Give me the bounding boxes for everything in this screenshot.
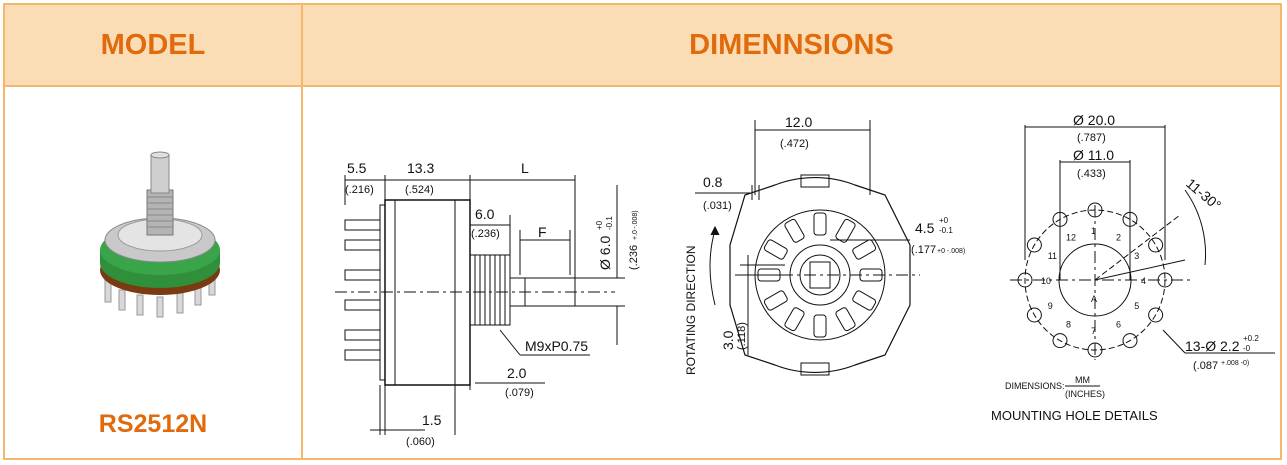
- dim-118: (.118): [736, 322, 748, 350]
- holes-tol-lo: -0: [1243, 344, 1251, 353]
- hole-number: 2: [1116, 233, 1121, 243]
- hole-number: 1: [1091, 226, 1096, 236]
- front-view-drawing: 12.0 (.472) 0.8 (.031) 4.5 +0 -0.1 (.177…: [684, 114, 965, 376]
- mounting-hole: [1087, 342, 1103, 358]
- dim-524: (.524): [405, 184, 434, 196]
- holes-label: 13-Ø 2.2: [1185, 338, 1240, 354]
- hole-number: 4: [1141, 276, 1146, 286]
- dim-dia-tol-lo: -0.1: [605, 216, 614, 230]
- units-mm: MM: [1075, 375, 1090, 385]
- dim-177-tol: +0 -.008): [937, 248, 965, 255]
- hole-number: 8: [1066, 319, 1071, 329]
- mounting-hole: [1157, 272, 1173, 288]
- mounting-hole: [1122, 211, 1138, 227]
- mounting-hole: [1052, 333, 1068, 349]
- dim-dia-6: Ø 6.0: [597, 236, 613, 270]
- table-header: [5, 5, 1280, 87]
- hole-number: 3: [1134, 251, 1139, 261]
- dim-031: (.031): [703, 200, 732, 212]
- dim-472: (.472): [780, 138, 809, 150]
- dim-12-0: 12.0: [785, 114, 812, 130]
- holes-tol-hi: +0.2: [1243, 334, 1259, 343]
- dim-dia-tol-hi: +0: [595, 220, 604, 230]
- dim-216: (.216): [345, 184, 374, 196]
- mounting-hole: [1122, 333, 1138, 349]
- units-in: (INCHES): [1065, 389, 1105, 399]
- dim-F: F: [538, 224, 547, 240]
- dim-4-5-tol-hi: +0: [939, 216, 949, 225]
- mounting-hole: [1087, 202, 1103, 218]
- dim-dia-in-tol: +.0 -.008): [632, 210, 639, 240]
- dim-787: (.787): [1077, 132, 1106, 144]
- dim-3-0: 3.0: [720, 330, 736, 350]
- hole-number: 5: [1134, 301, 1139, 311]
- thread-label: M9xP0.75: [525, 338, 588, 354]
- product-table: MODEL DIMENNSIONS RS2512N: [3, 3, 1282, 460]
- mounting-hole: [1052, 211, 1068, 227]
- dim-0-8: 0.8: [703, 174, 723, 190]
- side-view-drawing: 5.5 (.216) 13.3 (.524) L 6.0 (.236) F Ø …: [335, 160, 640, 448]
- dim-177: (.177: [911, 244, 936, 256]
- dim-13-3: 13.3: [407, 160, 434, 176]
- dim-1-5: 1.5: [422, 412, 442, 428]
- mounting-hole: [1017, 272, 1033, 288]
- mounting-caption: MOUNTING HOLE DETAILS: [991, 408, 1158, 423]
- column-divider: [301, 5, 303, 458]
- hole-number: 9: [1048, 301, 1053, 311]
- header-model: MODEL: [100, 28, 206, 61]
- dim-6-0: 6.0: [475, 206, 495, 222]
- hole-number: 10: [1041, 276, 1051, 286]
- dim-5-5: 5.5: [347, 160, 367, 176]
- dim-060: (.060): [406, 436, 435, 448]
- mounting-hole: [1026, 307, 1042, 323]
- hole-number: 7: [1091, 326, 1096, 336]
- dim-L: L: [521, 160, 529, 176]
- header-dimensions: DIMENNSIONS: [689, 28, 894, 61]
- mounting-hole: [1026, 237, 1042, 253]
- dim-4-5-tol-lo: -0.1: [939, 226, 953, 235]
- hole-number: 11: [1048, 251, 1057, 261]
- mounting-hole: [1148, 307, 1164, 323]
- product-photo: [100, 151, 220, 318]
- rotating-direction-label: ROTATING DIRECTION: [684, 245, 698, 375]
- mounting-hole: [1148, 237, 1164, 253]
- dim-dia-11: Ø 11.0: [1073, 147, 1114, 163]
- holes-in-tol: +.008 -0): [1221, 360, 1249, 367]
- hole-number: 6: [1116, 319, 1121, 329]
- angle-label: 11-30°: [1183, 175, 1224, 213]
- dim-236: (.236): [471, 228, 500, 240]
- dim-079: (.079): [505, 387, 534, 399]
- hole-number: 12: [1066, 233, 1076, 243]
- units-label: DIMENSIONS:: [1005, 381, 1065, 391]
- dim-433: (.433): [1077, 168, 1106, 180]
- holes-in: (.087: [1193, 360, 1218, 372]
- model-name: RS2512N: [98, 410, 208, 438]
- hole-label-a: A: [1091, 294, 1097, 304]
- dim-dia-in: (.236: [628, 245, 640, 270]
- dim-4-5: 4.5: [915, 220, 935, 236]
- dim-2-0: 2.0: [507, 365, 527, 381]
- dim-dia-20: Ø 20.0: [1073, 112, 1115, 128]
